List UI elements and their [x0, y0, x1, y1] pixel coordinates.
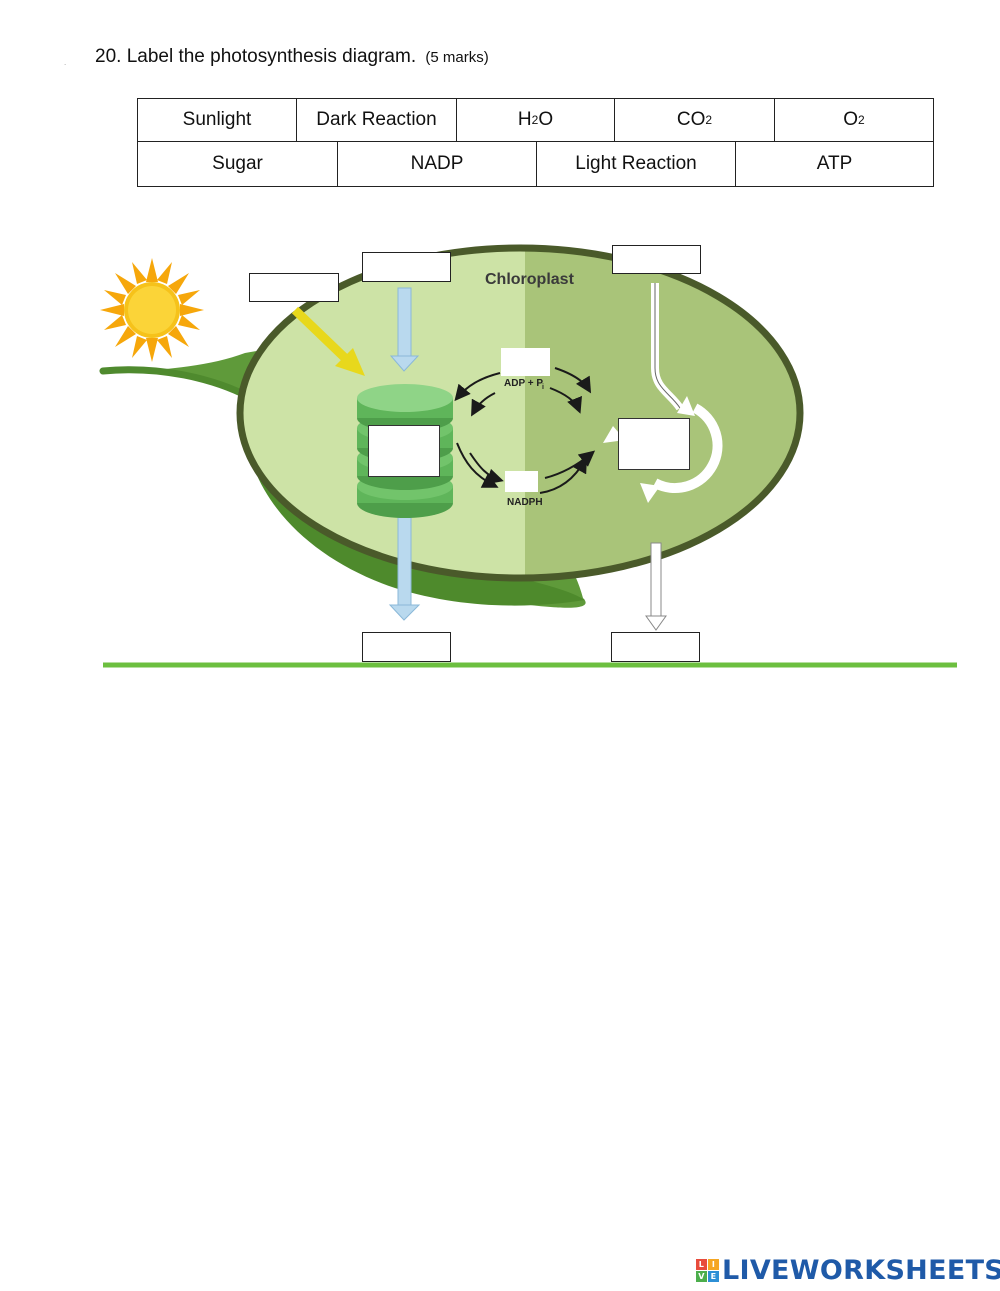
nadph-blank[interactable]	[505, 471, 538, 492]
word-label: Light Reaction	[575, 153, 697, 174]
answer-box-sugar[interactable]	[611, 632, 700, 662]
logo-letter: V	[696, 1271, 707, 1282]
liveworksheets-brand: L I V E LIVEWORKSHEETS	[696, 1255, 1000, 1286]
word-sunlight[interactable]: Sunlight	[138, 99, 297, 141]
word-atp[interactable]: ATP	[736, 142, 933, 186]
question-marks: (5 marks)	[425, 49, 489, 66]
answer-box-o2[interactable]	[362, 632, 451, 662]
answer-box-co2[interactable]	[612, 245, 701, 274]
adp-label: ADP + P	[504, 378, 543, 389]
calvin-cycle-ring	[652, 403, 723, 493]
word-subscript: 2	[531, 113, 539, 127]
word-label: H	[517, 109, 532, 130]
word-label: ATP	[816, 153, 853, 174]
nadph-label: NADPH	[507, 497, 543, 508]
word-subscript: 2	[705, 113, 713, 127]
cycle-arrows	[454, 367, 596, 494]
logo-letter: I	[708, 1259, 719, 1270]
water-arrow	[397, 287, 412, 359]
stray-mark: .	[64, 58, 67, 67]
adp-subscript: i	[542, 384, 544, 391]
answer-box-sunlight[interactable]	[249, 273, 339, 302]
question-text: 20. Label the photosynthesis diagram.	[95, 46, 417, 67]
chloroplast-outline	[236, 244, 804, 582]
word-nadp[interactable]: NADP	[338, 142, 537, 186]
word-label: Sugar	[212, 153, 263, 174]
answer-box-h2o[interactable]	[362, 252, 451, 282]
logo-letter: E	[708, 1271, 719, 1282]
word-label: O	[843, 109, 859, 130]
sugar-arrow	[650, 542, 662, 619]
word-subscript: 2	[858, 113, 865, 127]
sun-icon	[100, 258, 204, 362]
answer-box-light-reaction[interactable]	[368, 425, 440, 477]
diagram-illustration: Chloroplast ADP + P i NADPH	[99, 244, 957, 668]
word-label: Dark Reaction	[316, 109, 437, 130]
adp-blank[interactable]	[501, 348, 550, 376]
word-light-reaction[interactable]: Light Reaction	[537, 142, 736, 186]
chloroplast-label: Chloroplast	[485, 271, 575, 288]
word-label-tail: O	[538, 109, 554, 130]
brand-logo-icon: L I V E	[696, 1259, 719, 1282]
question-heading: 20. Label the photosynthesis diagram. (5…	[95, 46, 489, 68]
word-label: NADP	[410, 153, 464, 174]
word-label: CO	[676, 109, 706, 130]
answer-box-dark-reaction[interactable]	[618, 418, 690, 470]
leaf-blade	[244, 398, 586, 606]
brand-name: LIVEWORKSHEETS	[722, 1255, 1000, 1286]
photosynthesis-diagram: Chloroplast ADP + P i NADPH	[95, 228, 965, 673]
word-bank-row-2: Sugar NADP Light Reaction ATP	[137, 142, 934, 187]
oxygen-arrow	[397, 512, 412, 609]
word-dark-reaction[interactable]: Dark Reaction	[297, 99, 457, 141]
word-sugar[interactable]: Sugar	[138, 142, 338, 186]
logo-letter: L	[696, 1259, 707, 1270]
word-label: Sunlight	[182, 109, 252, 130]
sunlight-arrow	[291, 306, 349, 362]
